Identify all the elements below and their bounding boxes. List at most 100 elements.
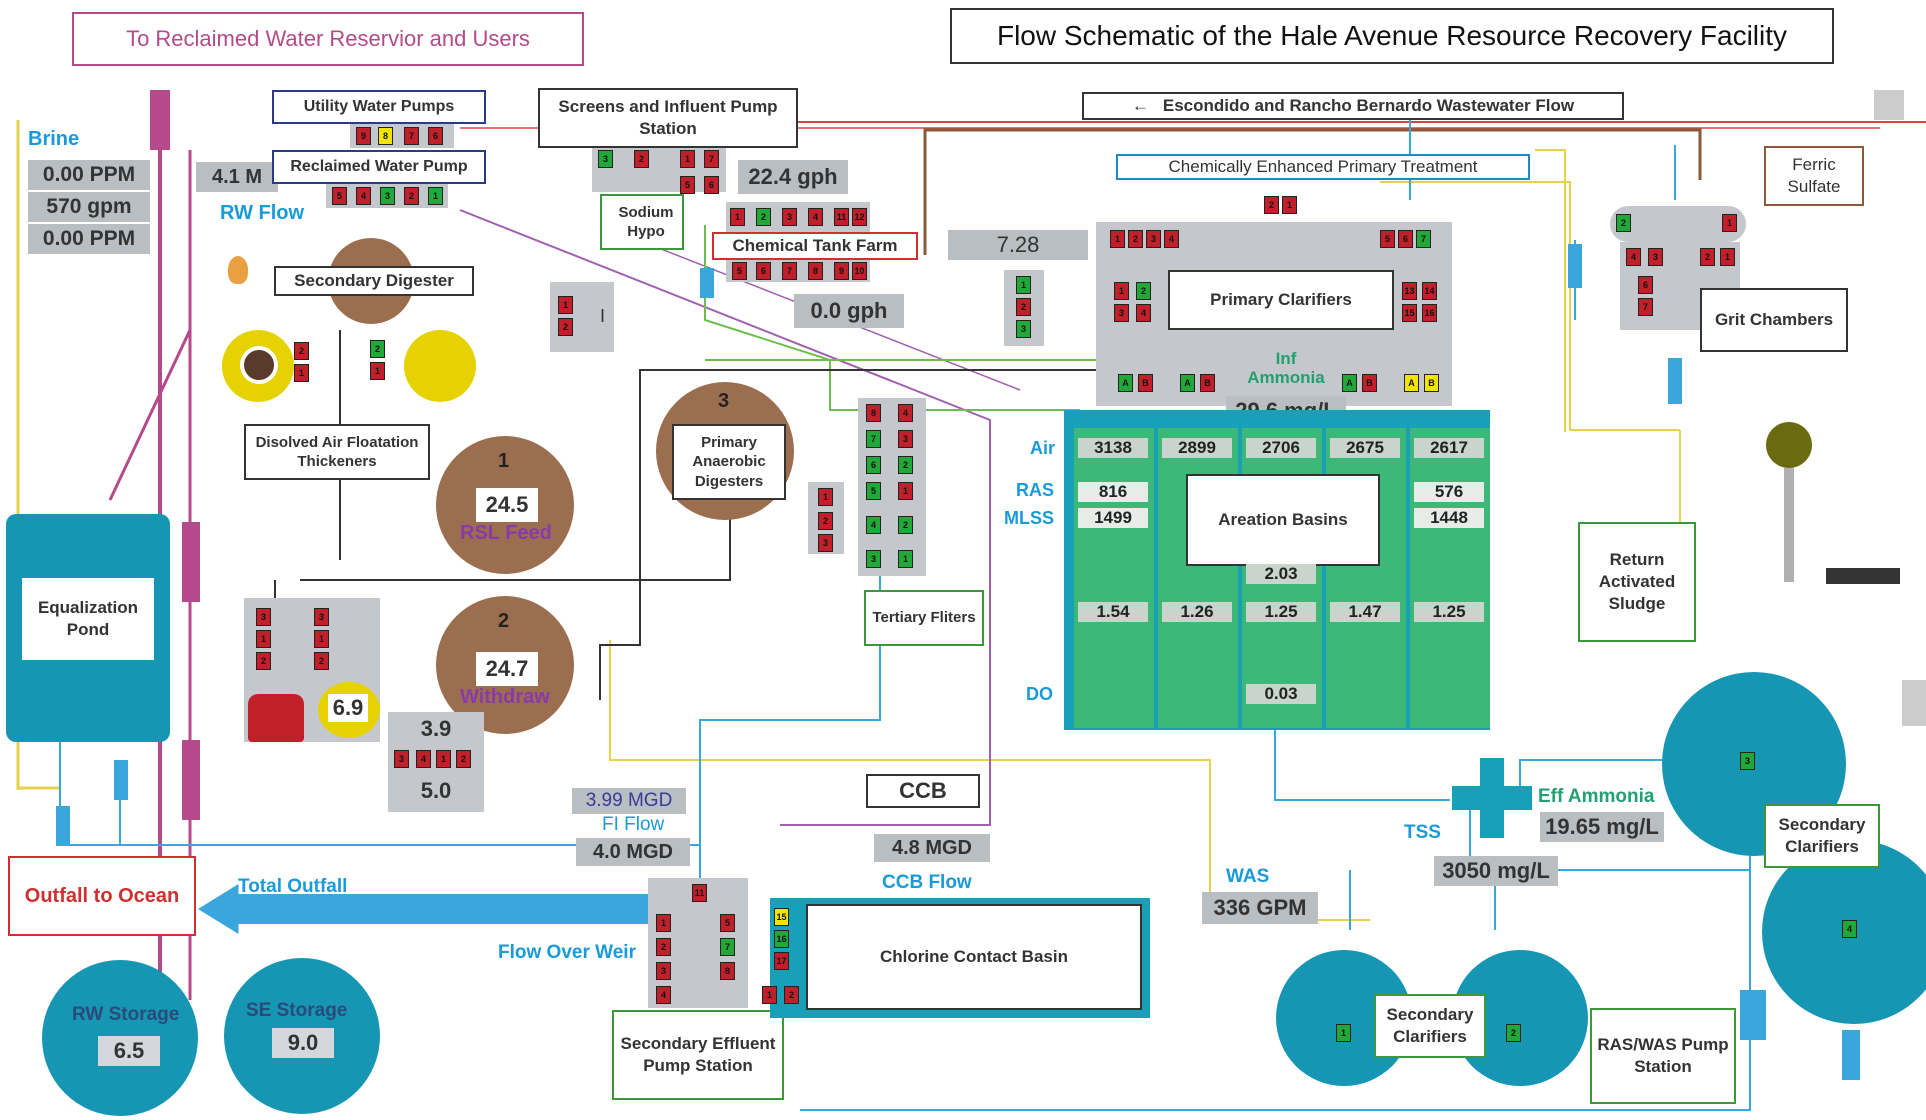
pump-indicator[interactable]: 9 xyxy=(356,127,371,145)
sep-indicator[interactable]: 1 xyxy=(656,914,671,932)
aeration-basin-4[interactable] xyxy=(1326,428,1406,728)
clarifier-indicator[interactable]: 3 xyxy=(1114,304,1129,322)
clarifier-indicator[interactable]: B xyxy=(1362,374,1377,392)
screen-indicator[interactable]: 6 xyxy=(704,176,719,194)
screen-indicator[interactable]: 1 xyxy=(680,150,695,168)
misc-indicator[interactable]: 2 xyxy=(1016,298,1031,316)
ccb-indicator[interactable]: 2 xyxy=(784,986,799,1004)
clarifier-indicator[interactable]: 2 xyxy=(1128,230,1143,248)
sep-indicator[interactable]: 8 xyxy=(720,962,735,980)
ccb-indicator[interactable]: 16 xyxy=(774,930,789,948)
filter-indicator[interactable]: 2 xyxy=(898,516,913,534)
misc-indicator[interactable]: 2 xyxy=(818,512,833,530)
clarifier-indicator[interactable]: 13 xyxy=(1402,282,1417,300)
truck-indicator[interactable]: 2 xyxy=(314,652,329,670)
clarifier-indicator[interactable]: B xyxy=(1138,374,1153,392)
pump-indicator[interactable]: 7 xyxy=(404,127,419,145)
clarifier-indicator[interactable]: 15 xyxy=(1402,304,1417,322)
clarifier-indicator[interactable]: 4 xyxy=(1164,230,1179,248)
tank-indicator[interactable]: 6 xyxy=(756,262,771,280)
clarifier-indicator[interactable]: A xyxy=(1180,374,1195,392)
level-indicator[interactable]: 4 xyxy=(416,750,431,768)
clarifier-indicator[interactable]: 2 xyxy=(1264,196,1279,214)
screen-indicator[interactable]: 5 xyxy=(680,176,695,194)
daf-indicator[interactable]: 2 xyxy=(370,340,385,358)
grit-indicator[interactable]: 1 xyxy=(1720,248,1735,266)
sep-indicator[interactable]: 7 xyxy=(720,938,735,956)
tank-indicator[interactable]: 10 xyxy=(852,262,867,280)
clarifier-indicator[interactable]: 1 xyxy=(1336,1024,1351,1042)
filter-indicator[interactable]: 3 xyxy=(898,430,913,448)
clarifier-indicator[interactable]: 1 xyxy=(1114,282,1129,300)
screen-indicator[interactable]: 2 xyxy=(634,150,649,168)
filter-indicator[interactable]: 4 xyxy=(898,404,913,422)
sep-indicator[interactable]: 5 xyxy=(720,914,735,932)
truck-indicator[interactable]: 1 xyxy=(256,630,271,648)
clarifier-indicator[interactable]: A xyxy=(1404,374,1419,392)
clarifier-indicator[interactable]: B xyxy=(1200,374,1215,392)
daf-indicator[interactable]: 2 xyxy=(294,342,309,360)
tank-indicator[interactable]: 4 xyxy=(808,208,823,226)
pump-indicator[interactable]: 1 xyxy=(428,187,443,205)
daf-tank-right[interactable] xyxy=(404,330,476,402)
clarifier-indicator[interactable]: A xyxy=(1342,374,1357,392)
truck-indicator[interactable]: 1 xyxy=(314,630,329,648)
tank-indicator[interactable]: 5 xyxy=(732,262,747,280)
tank-indicator[interactable]: 8 xyxy=(808,262,823,280)
clarifier-indicator[interactable]: 16 xyxy=(1422,304,1437,322)
clarifier-indicator[interactable]: B xyxy=(1424,374,1439,392)
filter-indicator[interactable]: 8 xyxy=(866,404,881,422)
pump-indicator[interactable]: 8 xyxy=(378,127,393,145)
tank-indicator[interactable]: 1 xyxy=(730,208,745,226)
clarifier-indicator[interactable]: 4 xyxy=(1842,920,1857,938)
clarifier-indicator[interactable]: 2 xyxy=(1506,1024,1521,1042)
ccb-indicator[interactable]: 1 xyxy=(762,986,777,1004)
grit-indicator[interactable]: 1 xyxy=(1722,214,1737,232)
clarifier-indicator[interactable]: A xyxy=(1118,374,1133,392)
tank-indicator[interactable]: 11 xyxy=(834,208,849,226)
unit-indicator[interactable]: 1 xyxy=(558,296,573,314)
filter-indicator[interactable]: 5 xyxy=(866,482,881,500)
pump-indicator[interactable]: 2 xyxy=(404,187,419,205)
filter-indicator[interactable]: 1 xyxy=(898,550,913,568)
ccb-indicator[interactable]: 15 xyxy=(774,908,789,926)
truck-indicator[interactable]: 3 xyxy=(256,608,271,626)
truck-indicator[interactable]: 2 xyxy=(256,652,271,670)
sep-indicator[interactable]: 2 xyxy=(656,938,671,956)
aeration-basin-1[interactable] xyxy=(1074,428,1154,728)
tank-indicator[interactable]: 12 xyxy=(852,208,867,226)
ccb-indicator[interactable]: 17 xyxy=(774,952,789,970)
daf-indicator[interactable]: 1 xyxy=(294,364,309,382)
misc-indicator[interactable]: 3 xyxy=(1016,320,1031,338)
pump-indicator[interactable]: 6 xyxy=(428,127,443,145)
pump-indicator[interactable]: 4 xyxy=(356,187,371,205)
grit-indicator[interactable]: 2 xyxy=(1700,248,1715,266)
filter-indicator[interactable]: 7 xyxy=(866,430,881,448)
clarifier-indicator[interactable]: 5 xyxy=(1380,230,1395,248)
pump-indicator[interactable]: 5 xyxy=(332,187,347,205)
sep-indicator[interactable]: 4 xyxy=(656,986,671,1004)
clarifier-indicator[interactable]: 6 xyxy=(1398,230,1413,248)
unit-indicator[interactable]: 2 xyxy=(558,318,573,336)
level-indicator[interactable]: 1 xyxy=(436,750,451,768)
sep-indicator[interactable]: 11 xyxy=(692,884,707,902)
clarifier-indicator[interactable]: 4 xyxy=(1136,304,1151,322)
tank-indicator[interactable]: 2 xyxy=(756,208,771,226)
grit-indicator[interactable]: 2 xyxy=(1616,214,1631,232)
clarifier-indicator[interactable]: 2 xyxy=(1136,282,1151,300)
level-indicator[interactable]: 3 xyxy=(394,750,409,768)
screen-indicator[interactable]: 3 xyxy=(598,150,613,168)
grit-indicator[interactable]: 4 xyxy=(1626,248,1641,266)
misc-indicator[interactable]: 1 xyxy=(818,488,833,506)
grit-indicator[interactable]: 3 xyxy=(1648,248,1663,266)
grit-indicator[interactable]: 7 xyxy=(1638,298,1653,316)
clarifier-indicator[interactable]: 3 xyxy=(1146,230,1161,248)
clarifier-indicator[interactable]: 7 xyxy=(1416,230,1431,248)
tank-indicator[interactable]: 3 xyxy=(782,208,797,226)
clarifier-indicator[interactable]: 14 xyxy=(1422,282,1437,300)
sep-indicator[interactable]: 3 xyxy=(656,962,671,980)
misc-indicator[interactable]: 3 xyxy=(818,534,833,552)
filter-indicator[interactable]: 1 xyxy=(898,482,913,500)
clarifier-indicator[interactable]: 3 xyxy=(1740,752,1755,770)
filter-indicator[interactable]: 6 xyxy=(866,456,881,474)
